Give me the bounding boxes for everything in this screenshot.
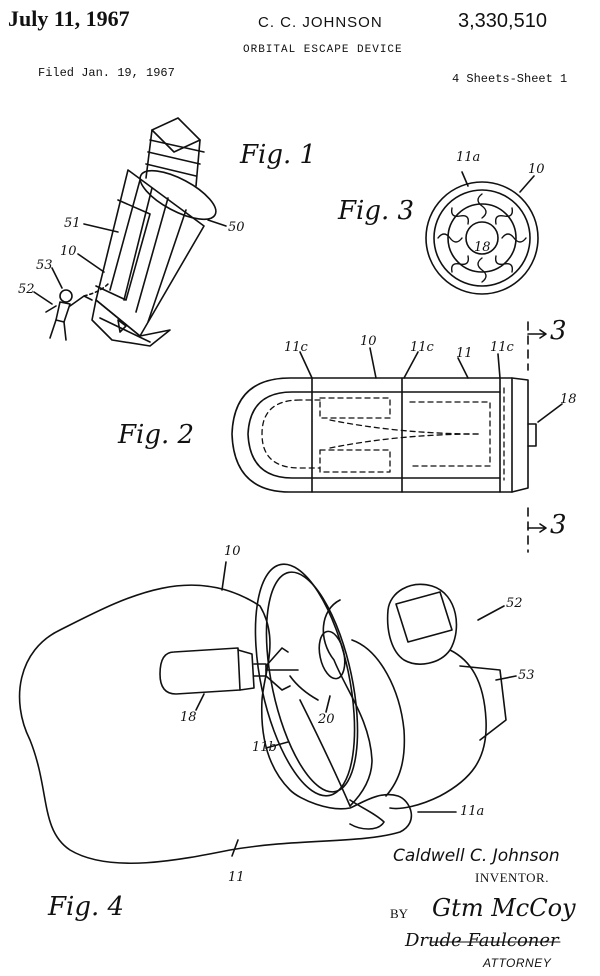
ref-51: 51 [64, 216, 81, 231]
ref-11: 11 [228, 870, 245, 885]
fig2-label: Fig. 2 [118, 420, 195, 450]
ref-11c: 11c [284, 340, 308, 355]
ref-18: 18 [474, 240, 491, 255]
fig1-label: Fig. 1 [240, 140, 317, 170]
filed-date: Filed Jan. 19, 1967 [38, 66, 175, 80]
ref-11: 11 [456, 346, 473, 361]
by-label: BY [390, 906, 409, 921]
inventor-header: C. C. JOHNSON [258, 14, 383, 31]
ref-18: 18 [560, 392, 577, 407]
patent-number: 3,330,510 [458, 10, 547, 32]
ref-53: 53 [36, 258, 53, 273]
fig3-end-view-drawing [425, 171, 539, 295]
ref-53: 53 [518, 668, 535, 683]
ref-20: 20 [318, 712, 335, 727]
fig2-side-view-drawing [231, 321, 563, 553]
patent-title: ORBITAL ESCAPE DEVICE [243, 44, 403, 56]
ref-10: 10 [224, 544, 241, 559]
ref-10: 10 [360, 334, 377, 349]
ref-10: 10 [528, 162, 545, 177]
ref-50: 50 [228, 220, 245, 235]
fig1-capsule-drawing [33, 117, 227, 347]
section-marker-top: 3 [550, 316, 567, 346]
fig3-label: Fig. 3 [338, 196, 415, 226]
ref-11c: 11c [410, 340, 434, 355]
inventor-signature-name: Caldwell C. Johnson [393, 846, 560, 866]
sheet-count: 4 Sheets-Sheet 1 [452, 72, 568, 86]
ref-11c: 11c [490, 340, 514, 355]
fig4-escape-bag-drawing [18, 561, 517, 865]
ref-11: 11a [456, 150, 481, 165]
attorney-signature-2: Drude Faulconer [405, 930, 559, 951]
section-marker-bottom: 3 [550, 510, 567, 540]
patent-date: July 11, 1967 [8, 6, 130, 31]
ref-11a: 11a [460, 804, 485, 819]
ref-18: 18 [180, 710, 197, 725]
ref-10: 10 [60, 244, 77, 259]
attorney-signature-1: Gtm McCoy [432, 894, 576, 922]
ref-11b: 11b [252, 740, 277, 755]
inventor-label: INVENTOR. [475, 870, 549, 885]
ref-52: 52 [506, 596, 523, 611]
fig4-label: Fig. 4 [48, 892, 125, 922]
attorney-label: ATTORNEY [483, 956, 552, 970]
ref-52: 52 [18, 282, 35, 297]
